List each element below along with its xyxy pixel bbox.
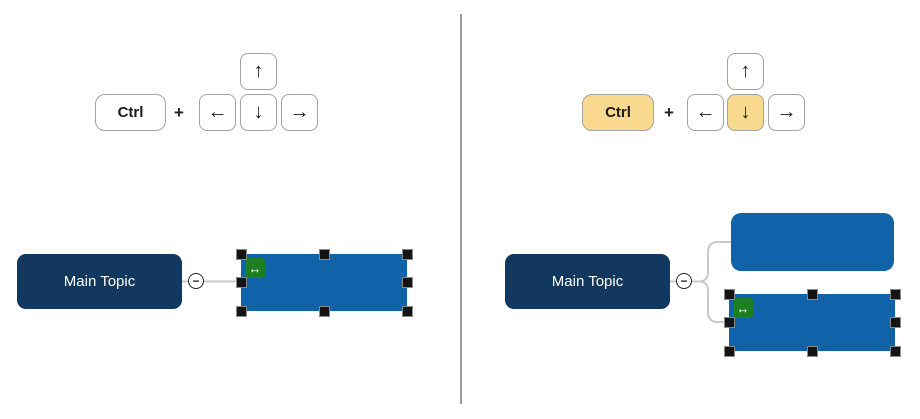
selection-handle[interactable] [235,305,247,317]
resize-width-icon[interactable]: ↔ [733,298,753,318]
selection-handle[interactable] [401,277,413,288]
selection-handle[interactable] [889,345,901,357]
connector-lines [670,241,731,323]
selection-handle[interactable] [318,248,330,260]
selection-handle[interactable] [806,345,818,357]
selection-handle[interactable] [401,248,413,260]
arrow-up-icon: ↑ [740,60,751,82]
arrow-down-icon: ↓ [740,101,751,123]
key-arrow-left: ← [199,94,236,131]
main-topic-node[interactable]: Main Topic [505,254,670,309]
selection-handle[interactable] [806,288,818,300]
key-arrow-down-highlighted: ↓ [727,94,764,131]
collapse-toggle[interactable]: − [676,273,692,289]
key-arrow-up: ↑ [240,53,277,90]
arrow-left-icon: ← [695,101,716,123]
panel-after: Ctrl + ↑ ← ↓ → Main Topic − ↔ [462,0,920,419]
arrow-right-icon: → [776,101,797,123]
selection-handle[interactable] [401,305,413,317]
arrow-down-icon: ↓ [253,101,264,123]
selection-handle[interactable] [235,277,247,288]
key-ctrl-highlighted: Ctrl [582,94,654,131]
selection-handle[interactable] [318,305,330,317]
child-node-selected[interactable]: ↔ [235,248,413,317]
selection-handle[interactable] [889,288,901,300]
plus-sign: + [174,102,184,122]
key-arrow-right: → [768,94,805,131]
selection-handle[interactable] [889,317,901,328]
connector-lines [182,280,241,283]
key-arrow-down: ↓ [240,94,277,131]
plus-sign: + [664,102,674,122]
key-arrow-right: → [281,94,318,131]
main-topic-node[interactable]: Main Topic [17,254,182,309]
key-arrow-up: ↑ [727,53,764,90]
selection-handle[interactable] [723,288,735,300]
panel-before: Ctrl + ↑ ← ↓ → Main Topic − ↔ [17,53,413,317]
resize-width-icon[interactable]: ↔ [245,258,265,278]
arrow-left-icon: ← [207,101,228,123]
arrow-up-icon: ↑ [253,60,264,82]
child-node-selected[interactable]: ↔ [723,288,901,357]
child-node[interactable] [731,213,894,271]
panel-divider [460,14,462,404]
collapse-toggle[interactable]: − [188,273,204,289]
key-arrow-left: ← [687,94,724,131]
selection-handle[interactable] [723,317,735,328]
selection-handle[interactable] [723,345,735,357]
key-ctrl: Ctrl [95,94,166,131]
arrow-right-icon: → [289,101,310,123]
selection-handle[interactable] [235,248,247,260]
